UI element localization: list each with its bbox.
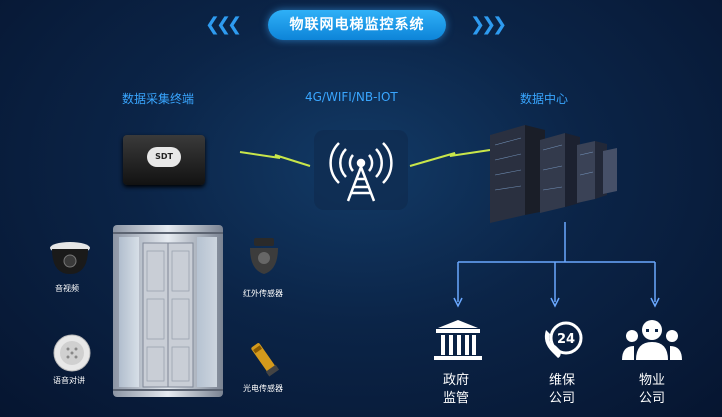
page-title: 物联网电梯监控系统 (268, 10, 446, 40)
government-building-icon (434, 320, 482, 360)
signal-tower-icon (329, 142, 393, 202)
intercom-label: 语音对讲 (53, 376, 85, 385)
signal-line-left (239, 151, 311, 167)
distribution-lines (453, 222, 660, 308)
chevron-left-icon: ❮❮❮ (205, 14, 242, 35)
output-maintenance: 维保 公司 (532, 372, 592, 408)
terminal-label: 数据采集终端 (122, 92, 195, 106)
signal-line-right (409, 149, 491, 167)
infrared-sensor-label: 红外传感器 (243, 289, 283, 298)
intercom-icon (53, 334, 91, 372)
output-property: 物业 公司 (622, 372, 682, 408)
signal-lines (239, 149, 491, 167)
output-maintenance-line1: 维保 (548, 373, 575, 388)
24h-service-icon: 24 (544, 321, 583, 358)
camera-label: 音视频 (55, 284, 79, 293)
data-terminal-device: SDT (123, 135, 205, 185)
output-property-line1: 物业 (638, 373, 665, 388)
output-property-line2: 公司 (638, 391, 665, 406)
output-government: 政府 监管 (426, 372, 486, 408)
photoelectric-sensor-icon (251, 343, 280, 377)
datacenter-label: 数据中心 (520, 92, 569, 106)
chevron-right-icon: ❯❯❯ (470, 14, 507, 35)
camera-icon (50, 242, 90, 274)
output-government-line1: 政府 (442, 373, 469, 388)
server-rack-icon (490, 125, 617, 223)
24h-badge-text: 24 (557, 332, 575, 347)
people-icon (622, 320, 682, 360)
output-government-line2: 监管 (442, 391, 469, 406)
elevator-car-illustration (113, 225, 223, 397)
terminal-brand-text: SDT (147, 147, 181, 167)
infrared-sensor-icon (250, 238, 278, 274)
network-label: 4G/WIFI/NB-IOT (305, 90, 398, 104)
photoelectric-sensor-label: 光电传感器 (243, 384, 283, 393)
output-maintenance-line2: 公司 (548, 391, 575, 406)
